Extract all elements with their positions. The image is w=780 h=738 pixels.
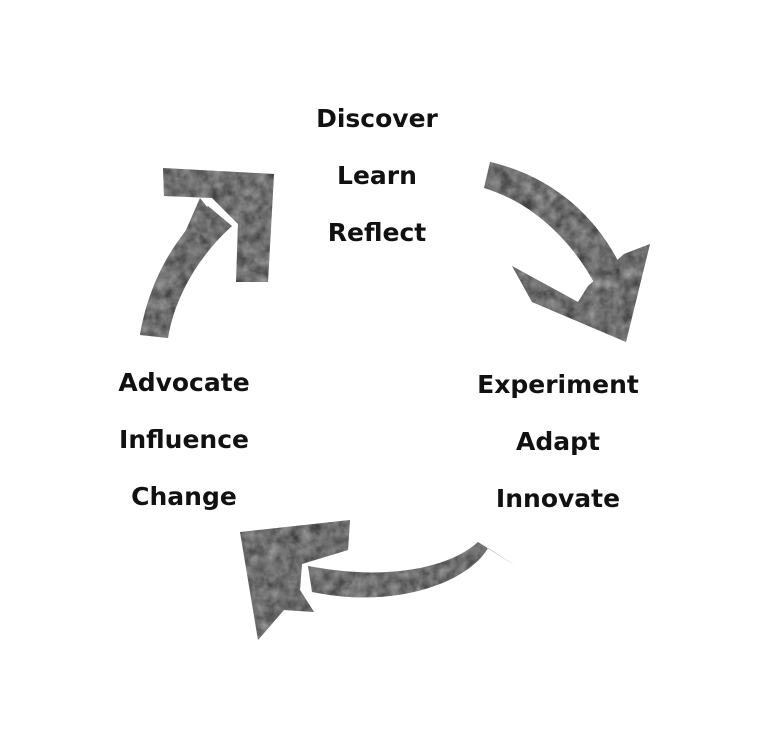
word-adapt: Adapt bbox=[516, 427, 600, 456]
word-reflect: Reflect bbox=[327, 218, 427, 247]
top-word-group: Discover Learn Reflect bbox=[277, 104, 477, 275]
word-influence: Influence bbox=[119, 425, 249, 454]
right-word-group: Experiment Adapt Innovate bbox=[458, 370, 658, 541]
left-word-group: Advocate Influence Change bbox=[84, 368, 284, 539]
curved-arrow-left-icon bbox=[240, 520, 516, 640]
word-discover: Discover bbox=[316, 104, 438, 133]
curved-arrow-down-right-icon bbox=[484, 162, 650, 342]
word-learn: Learn bbox=[337, 161, 417, 190]
word-advocate: Advocate bbox=[118, 368, 250, 397]
word-change: Change bbox=[131, 482, 237, 511]
word-innovate: Innovate bbox=[495, 484, 621, 513]
curved-arrow-up-right-icon bbox=[140, 168, 274, 338]
word-experiment: Experiment bbox=[477, 370, 639, 399]
